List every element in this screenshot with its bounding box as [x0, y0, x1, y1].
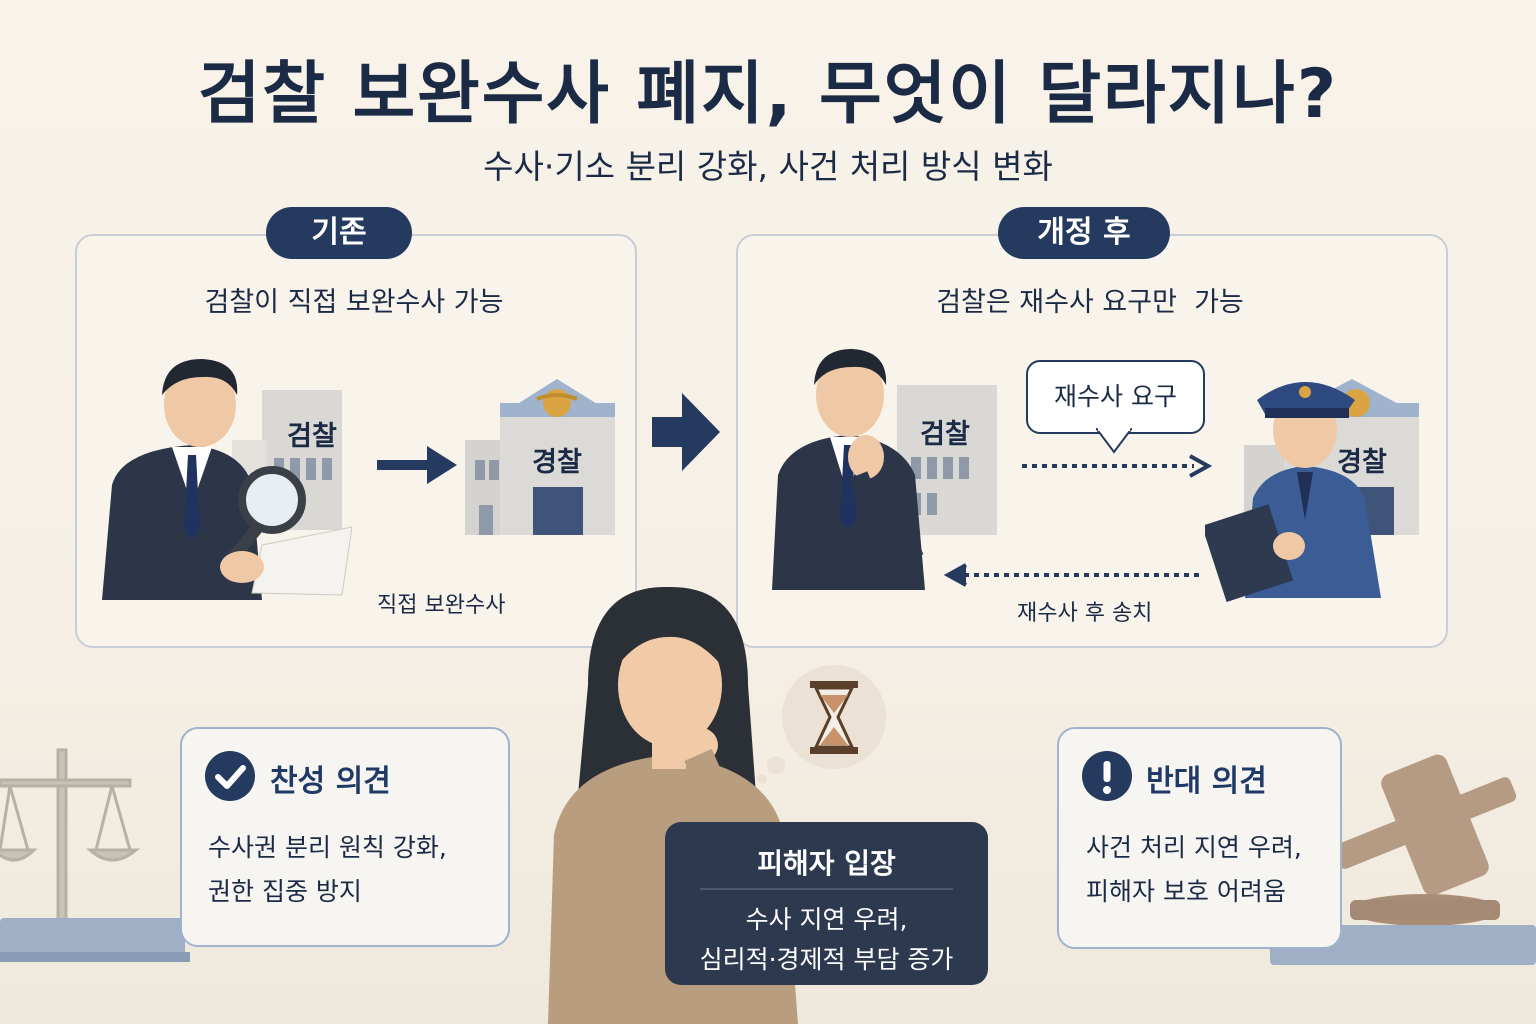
exclamation-icon [1082, 751, 1132, 801]
after-return-label: 재수사 후 송치 [1017, 601, 1153, 626]
return-dotted-arrow-icon [944, 563, 1204, 587]
prosecutor-investigating-icon [102, 359, 352, 600]
prosecutor-thinking-icon [772, 349, 925, 590]
police-officer-icon [1205, 382, 1381, 602]
before-badge: 기존 [266, 207, 412, 259]
before-police-label: 경찰 [532, 447, 582, 478]
victim-line1: 수사 지연 우려, [745, 905, 908, 934]
arrow-right-icon [377, 446, 457, 484]
victim-perspective-card [665, 822, 988, 985]
support-title: 찬성 의견 [270, 764, 391, 799]
oppose-line1: 사건 처리 지연 우려, [1086, 833, 1302, 862]
after-prosecution-label: 검찰 [920, 419, 970, 450]
police-building-icon [465, 379, 615, 535]
after-badge: 개정 후 [998, 207, 1170, 259]
oppose-title: 반대 의견 [1146, 764, 1267, 799]
victim-line2: 심리적·경제적 부담 증가 [699, 945, 954, 974]
support-line1: 수사권 분리 원칙 강화, [208, 833, 447, 862]
transition-arrow-icon [652, 393, 720, 471]
support-line2: 권한 집중 방지 [208, 877, 362, 906]
page-title: 검찰 보완수사 폐지, 무엇이 달라지나? [197, 55, 1339, 134]
oppose-line2: 피해자 보호 어려움 [1086, 877, 1286, 906]
scales-of-justice-icon [0, 748, 190, 962]
request-dotted-arrow-icon [1022, 454, 1212, 478]
after-description: 검찰은 재수사 요구만 가능 [936, 287, 1244, 318]
before-flow-label: 직접 보완수사 [377, 593, 506, 618]
bubble-tail-icon [1096, 428, 1132, 454]
page-subtitle: 수사·기소 분리 강화, 사건 처리 방식 변화 [483, 147, 1053, 186]
before-description: 검찰이 직접 보완수사 가능 [204, 287, 504, 318]
before-prosecution-label: 검찰 [287, 421, 337, 452]
after-police-label: 경찰 [1337, 447, 1387, 478]
hourglass-icon [757, 665, 886, 784]
request-speech-bubble: 재수사 요구 [1026, 360, 1205, 434]
checkmark-icon [205, 751, 255, 801]
victim-divider [700, 888, 953, 890]
victim-title: 피해자 입장 [757, 847, 896, 880]
